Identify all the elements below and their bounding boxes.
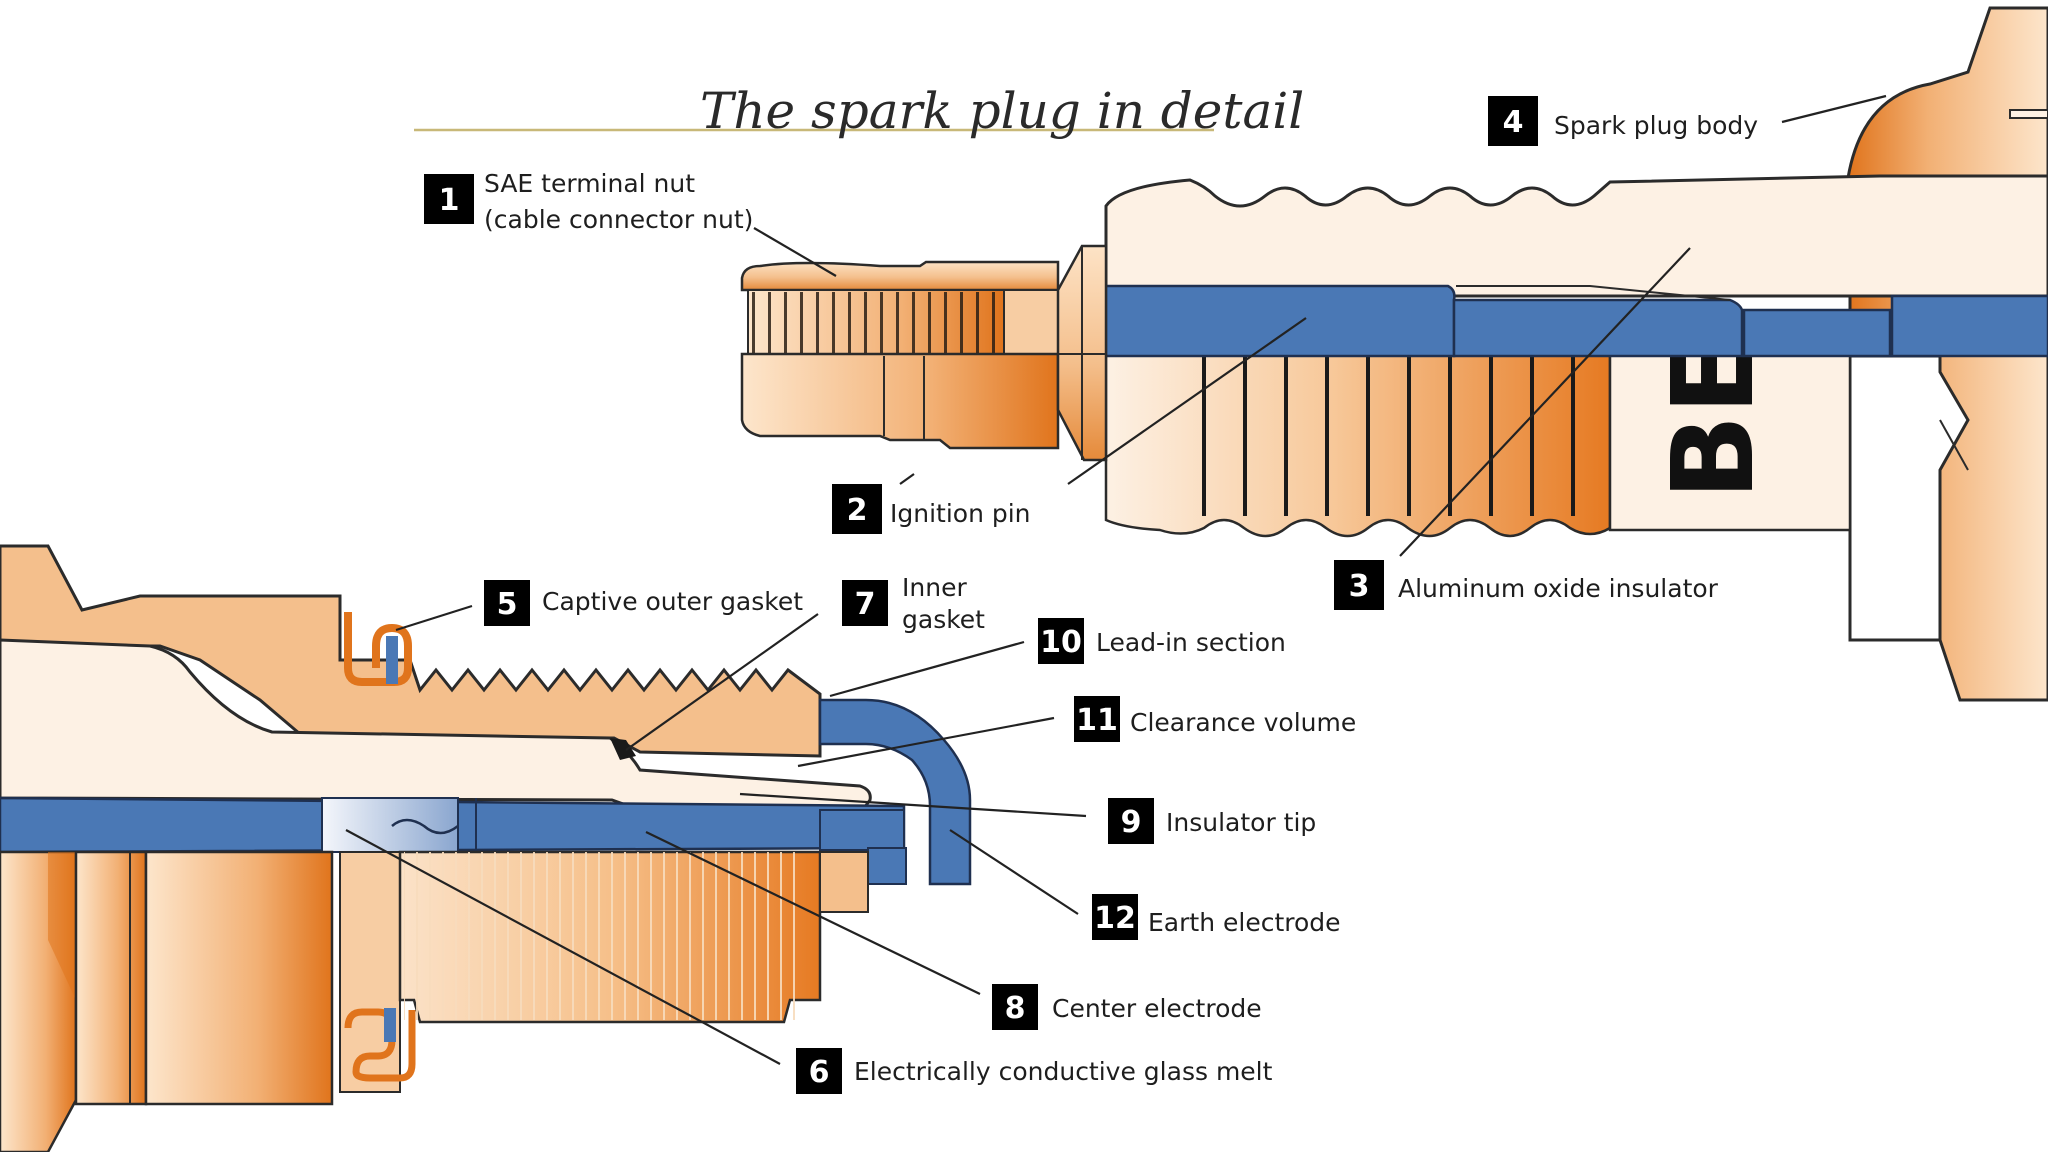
upper-view: BE [740,6,2048,702]
number-badge [1092,894,1138,940]
leader-5 [395,604,473,632]
callout-label: Ignition pin [890,499,1031,528]
leader-10 [829,640,1025,698]
number-badge [1334,560,1384,610]
callout-label: Aluminum oxide insulator [1398,574,1719,603]
leader-7 [625,613,819,751]
callout-insulator: 3 Aluminum oxide insulator [1334,560,1719,610]
badge-number: 12 [1094,901,1136,936]
callout-body: 4 Spark plug body [1488,96,1758,146]
brand-mark: BE [1649,338,1779,500]
badge-number: 8 [1005,991,1026,1026]
leader-4 [1781,94,1887,124]
lower-view [0,544,972,1152]
ignition-pin-collar [1056,244,1108,462]
callout-label: Lead-in section [1096,628,1286,657]
callout-label: Captive outer gasket [542,587,803,616]
outer-gasket-upper [344,612,412,686]
leader-11 [797,716,1055,768]
callout-label: Earth electrode [1148,908,1341,937]
number-badge [484,580,530,626]
badge-number: 5 [497,587,518,622]
callout-label: gasket [902,605,985,634]
leader-12 [949,829,1079,915]
leader-1 [753,227,837,277]
callout-earth-electrode: 12 Earth electrode [1092,894,1341,940]
callout-insulator-tip: 9 Insulator tip [1108,798,1316,844]
badge-number: 11 [1076,703,1118,738]
outer-gasket-lower [344,1008,416,1082]
shell-lower [0,850,869,1152]
number-badge [424,174,474,224]
insulator-panel [1608,352,1852,532]
callout-label: Spark plug body [1554,111,1758,140]
leader-3 [1399,247,1691,557]
callout-clearance: 11 Clearance volume [1074,696,1356,742]
callout-outer-gasket: 5 Captive outer gasket [484,580,803,626]
callout-label: Center electrode [1052,994,1262,1023]
callout-inner-gasket: 7 Inner gasket [842,573,985,634]
badge-number: 1 [439,183,460,218]
number-badge [832,484,882,534]
callout-glass-melt: 6 Electrically conductive glass melt [796,1048,1273,1094]
badge-number: 10 [1040,625,1082,660]
insulator-ribs [1104,352,1612,538]
callout-ignition-pin: 2 Ignition pin [832,484,1031,534]
title-block: The spark plug in detail [414,82,1304,140]
leader-2b [1067,317,1307,485]
insulator-upper [1104,174,2048,298]
number-badge [796,1048,842,1094]
callout-label: Clearance volume [1130,708,1356,737]
leader-9 [739,792,1087,818]
number-badge [842,580,888,626]
callout-label: SAE terminal nut [484,169,695,198]
callout-label: Electrically conductive glass melt [854,1057,1273,1086]
callout-label: Insulator tip [1166,808,1316,837]
number-badge [1488,96,1538,146]
badge-number: 7 [855,587,876,622]
callout-label: Inner [902,573,967,602]
number-badge [1108,798,1154,844]
diagram-title: The spark plug in detail [700,82,1304,140]
leader-2a [899,473,915,485]
glass-melt-shape [321,797,477,853]
inner-gasket-shape [610,738,636,760]
terminal-nut [740,260,1060,450]
callout-lead-in: 10 Lead-in section [1038,618,1286,664]
badge-number: 6 [809,1055,830,1090]
badge-number: 4 [1503,105,1524,140]
center-conductor-upper [1104,284,2048,358]
callout-center-electrode: 8 Center electrode [992,984,1262,1030]
badge-number: 2 [847,493,868,528]
callout-terminal-nut: 1 SAE terminal nut (cable connector nut) [424,169,753,234]
callout-label: (cable connector nut) [484,205,753,234]
leader-lines [345,94,1887,1065]
badge-number: 3 [1349,569,1370,604]
badge-number: 9 [1121,805,1142,840]
leader-8 [645,831,981,995]
number-badge [1074,696,1120,742]
number-badge [1038,618,1084,664]
leader-6 [345,829,781,1065]
number-badge [992,984,1038,1030]
